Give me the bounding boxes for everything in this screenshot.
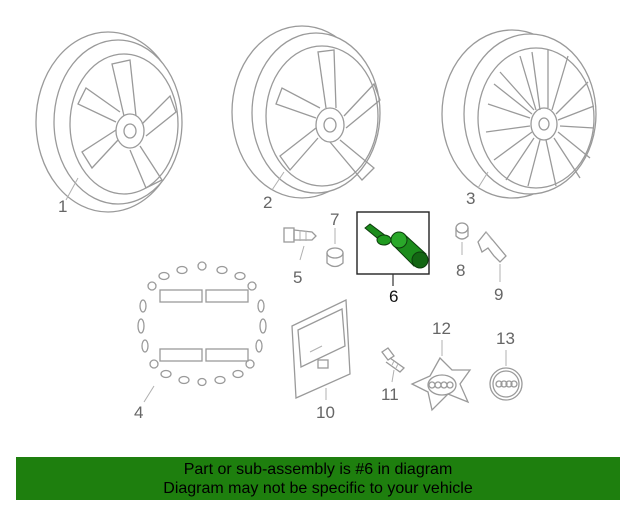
callout-10: 10 — [316, 403, 335, 422]
part-10-label-plate[interactable] — [291, 298, 351, 399]
callout-8: 8 — [456, 261, 465, 280]
banner-line-2: Diagram may not be specific to your vehi… — [163, 480, 473, 497]
callout-11: 11 — [381, 385, 399, 404]
leader-5 — [299, 245, 305, 261]
part-4-balance-weights[interactable] — [137, 261, 267, 387]
parts-diagram: 1 2 3 5 7 — [35, 25, 597, 422]
callout-9: 9 — [494, 285, 503, 304]
callout-5: 5 — [293, 268, 302, 287]
callout-13: 13 — [496, 329, 515, 348]
wheel-2[interactable] — [231, 25, 381, 199]
part-7-bolt-cap[interactable] — [326, 247, 344, 268]
leader-11 — [391, 369, 395, 383]
part-12-center-cap[interactable] — [410, 356, 472, 412]
wheel-1[interactable] — [35, 31, 183, 213]
leader-2 — [271, 171, 285, 191]
leader-3 — [477, 171, 489, 189]
leader-1 — [65, 177, 79, 201]
part-5-wheel-bolt[interactable] — [283, 227, 317, 243]
callout-4: 4 — [134, 403, 143, 422]
banner-line-1: Part or sub-assembly is #6 in diagram — [183, 461, 453, 478]
callout-2: 2 — [263, 193, 272, 212]
part-11-screw[interactable] — [381, 347, 406, 373]
part-8-valve-cap[interactable] — [455, 222, 469, 240]
part-13-emblem[interactable] — [489, 367, 523, 401]
part-6-highlight-box[interactable] — [356, 211, 430, 275]
callout-12: 12 — [432, 319, 451, 338]
info-banner: Part or sub-assembly is #6 in diagram Di… — [16, 457, 620, 500]
callout-1: 1 — [58, 197, 67, 216]
callout-7: 7 — [330, 210, 339, 229]
callout-6: 6 — [389, 287, 398, 306]
wheel-3[interactable] — [441, 29, 597, 199]
leader-4 — [143, 385, 155, 403]
callout-3: 3 — [466, 189, 475, 208]
part-9-clip[interactable] — [477, 230, 507, 263]
